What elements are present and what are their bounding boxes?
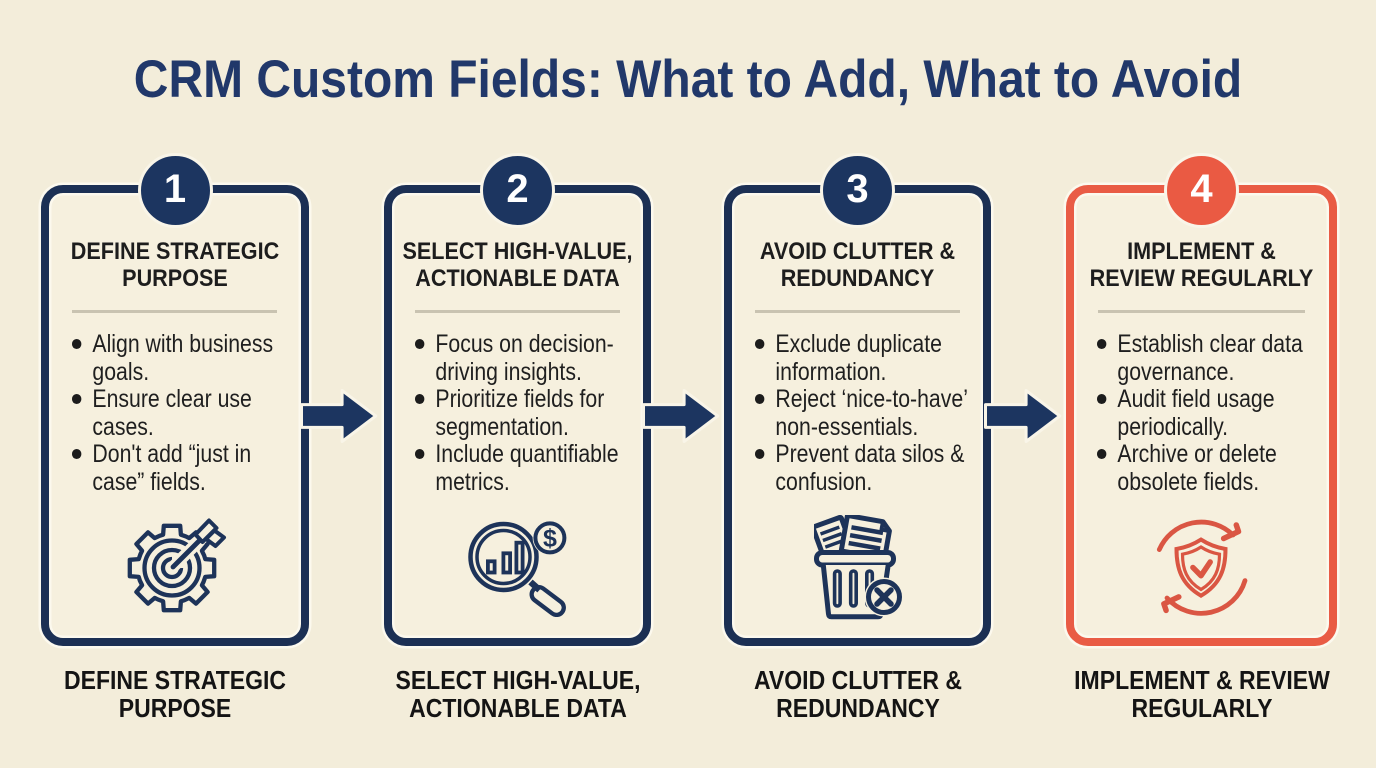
svg-text:$: $ <box>543 525 557 553</box>
